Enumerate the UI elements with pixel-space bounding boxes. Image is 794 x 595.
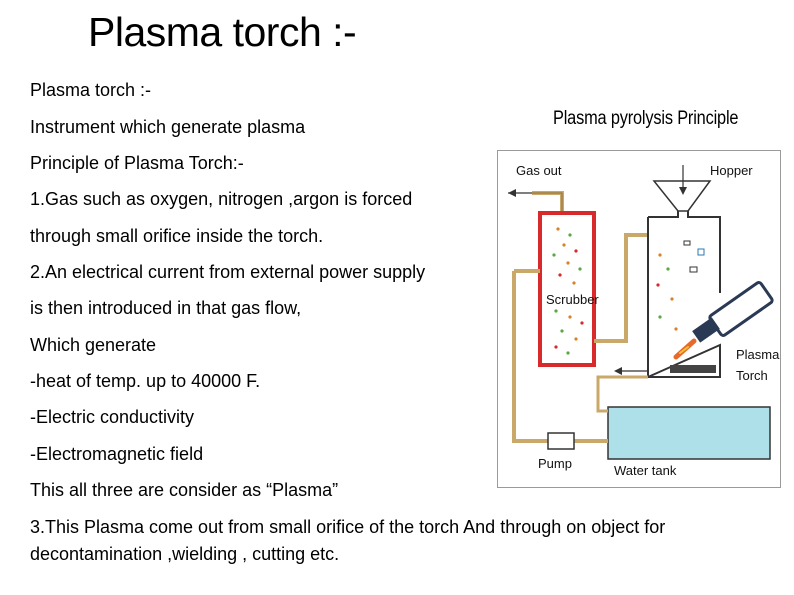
hopper-arrowhead bbox=[679, 187, 687, 195]
scrubber-column bbox=[538, 211, 596, 367]
text-line-2: Instrument which generate plasma bbox=[30, 117, 306, 137]
gas-out-pipe-edge bbox=[532, 192, 563, 213]
text-line-3: Principle of Plasma Torch:- bbox=[30, 153, 244, 173]
hopper-funnel bbox=[652, 180, 712, 212]
label-scrubber: Scrubber bbox=[546, 292, 599, 307]
text-line-12: This all three are consider as “Plasma” bbox=[30, 480, 339, 500]
reactor-chamber bbox=[647, 211, 721, 378]
text-line-7: is then introduced in that gas flow, bbox=[30, 298, 302, 318]
plasma-torch bbox=[692, 281, 774, 343]
scrubber-chamber-pipe bbox=[594, 233, 648, 343]
slide-title: Plasma torch :- bbox=[88, 9, 357, 55]
label-torch: Torch bbox=[736, 368, 768, 383]
water-tank bbox=[607, 406, 771, 460]
closing-paragraph: 3.This Plasma come out from small orific… bbox=[30, 517, 666, 564]
pump-box bbox=[547, 432, 575, 450]
outflow-arrowhead bbox=[614, 367, 622, 375]
text-line-4: 1.Gas such as oxygen, nitrogen ,argon is… bbox=[30, 189, 413, 209]
label-gas-out: Gas out bbox=[516, 163, 562, 178]
plasma-pyrolysis-diagram: Gas out Hopper Scrubber Plasma Torch Pum… bbox=[497, 150, 781, 488]
chamber-waste-items bbox=[656, 240, 705, 331]
label-pump: Pump bbox=[538, 456, 572, 471]
text-line-8: Which generate bbox=[30, 335, 157, 355]
label-plasma: Plasma bbox=[736, 347, 780, 362]
molten-waste bbox=[670, 365, 716, 373]
diagram-heading: Plasma pyrolysis Principle bbox=[553, 108, 739, 129]
chamber-drain-pipe bbox=[596, 375, 648, 413]
text-line-11: -Electromagnetic field bbox=[30, 444, 204, 464]
text-line-9: -heat of temp. up to 40000 F. bbox=[30, 371, 261, 391]
text-line-10: -Electric conductivity bbox=[30, 407, 195, 427]
gas-out-arrowhead bbox=[508, 189, 516, 197]
text-line-5: through small orifice inside the torch. bbox=[30, 226, 324, 246]
text-line-6: 2.An electrical current from external po… bbox=[30, 262, 426, 282]
text-line-1: Plasma torch :- bbox=[30, 80, 152, 100]
scrubber-particles bbox=[552, 227, 584, 355]
return-pipe bbox=[512, 271, 548, 443]
label-water-tank: Water tank bbox=[614, 463, 677, 478]
gas-out-pipe bbox=[532, 191, 564, 213]
plasma-flame-core bbox=[679, 346, 689, 354]
diagram-drawing bbox=[508, 165, 774, 460]
label-hopper: Hopper bbox=[710, 163, 753, 178]
